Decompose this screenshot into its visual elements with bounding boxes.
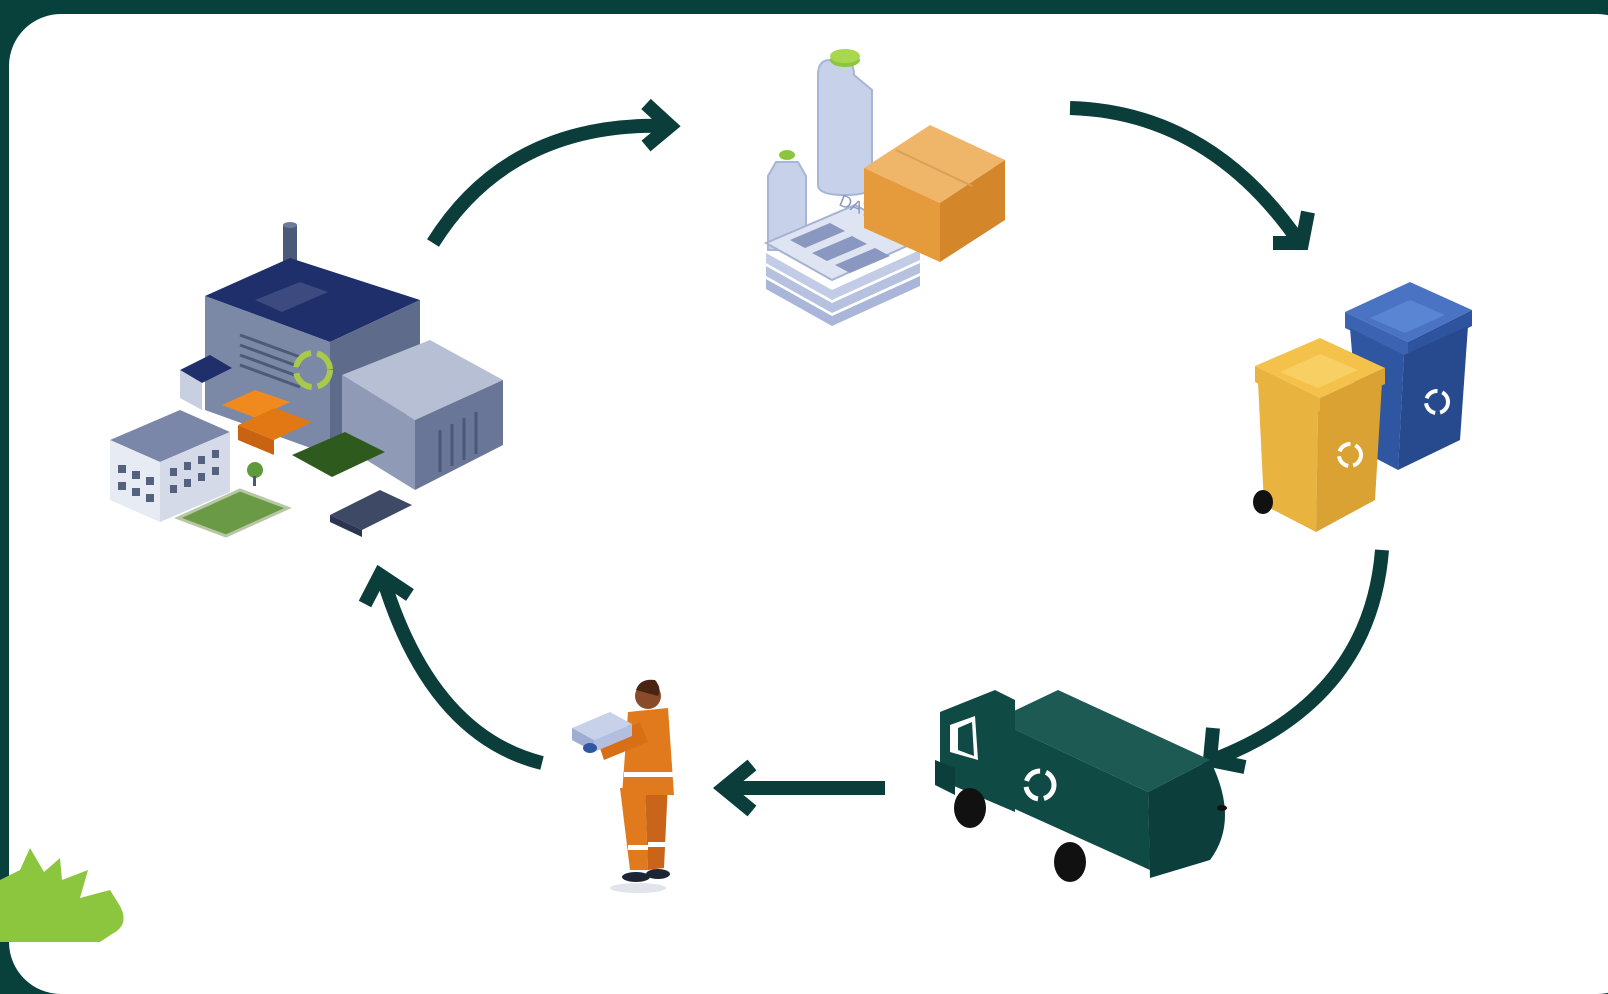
green-splash-decoration bbox=[0, 848, 124, 942]
arrow-materials-to-bins bbox=[1069, 101, 1315, 250]
recycling-bins-icon bbox=[1253, 282, 1472, 532]
factory-icon bbox=[110, 222, 503, 538]
arrow-bins-to-truck bbox=[1202, 549, 1389, 774]
arrow-truck-to-worker bbox=[712, 759, 885, 817]
bottles-newspaper-box-icon: DAYLY bbox=[763, 49, 1005, 326]
garbage-truck-icon bbox=[935, 690, 1227, 882]
recycling-cycle-diagram: DAYLY bbox=[0, 49, 1472, 942]
arrow-worker-to-plant bbox=[358, 564, 544, 770]
arrow-plant-to-materials bbox=[427, 98, 681, 247]
worker-icon bbox=[572, 679, 674, 893]
